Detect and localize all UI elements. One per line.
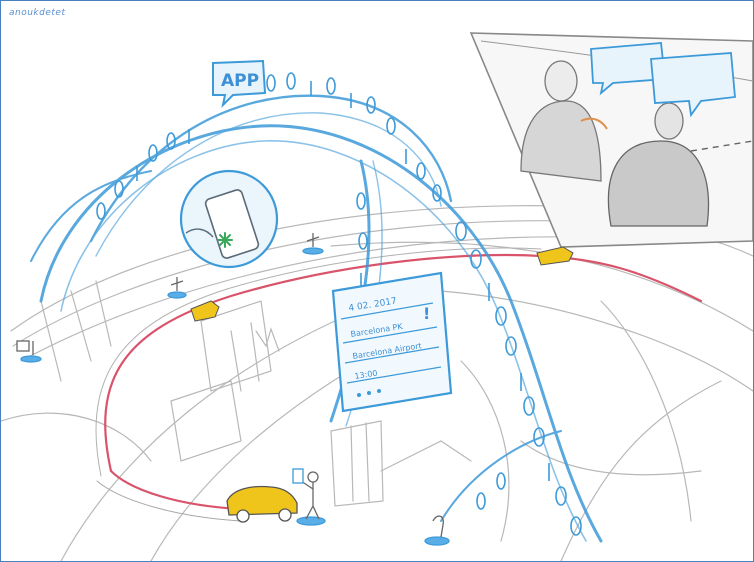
ticket-alert-mark: ! bbox=[423, 304, 430, 323]
car-interior-scene bbox=[471, 33, 753, 247]
app-label: APP bbox=[221, 71, 259, 91]
taxi-small-right bbox=[537, 247, 573, 265]
ticket-card: 4 02. 2017 ! Barcelona PK Barcelona Airp… bbox=[333, 273, 451, 411]
data-arches bbox=[31, 96, 601, 541]
taxi-small-left bbox=[191, 301, 219, 321]
app-phone-bubble bbox=[181, 171, 277, 267]
taxi-large bbox=[227, 487, 297, 522]
app-label-box: APP bbox=[213, 61, 265, 105]
